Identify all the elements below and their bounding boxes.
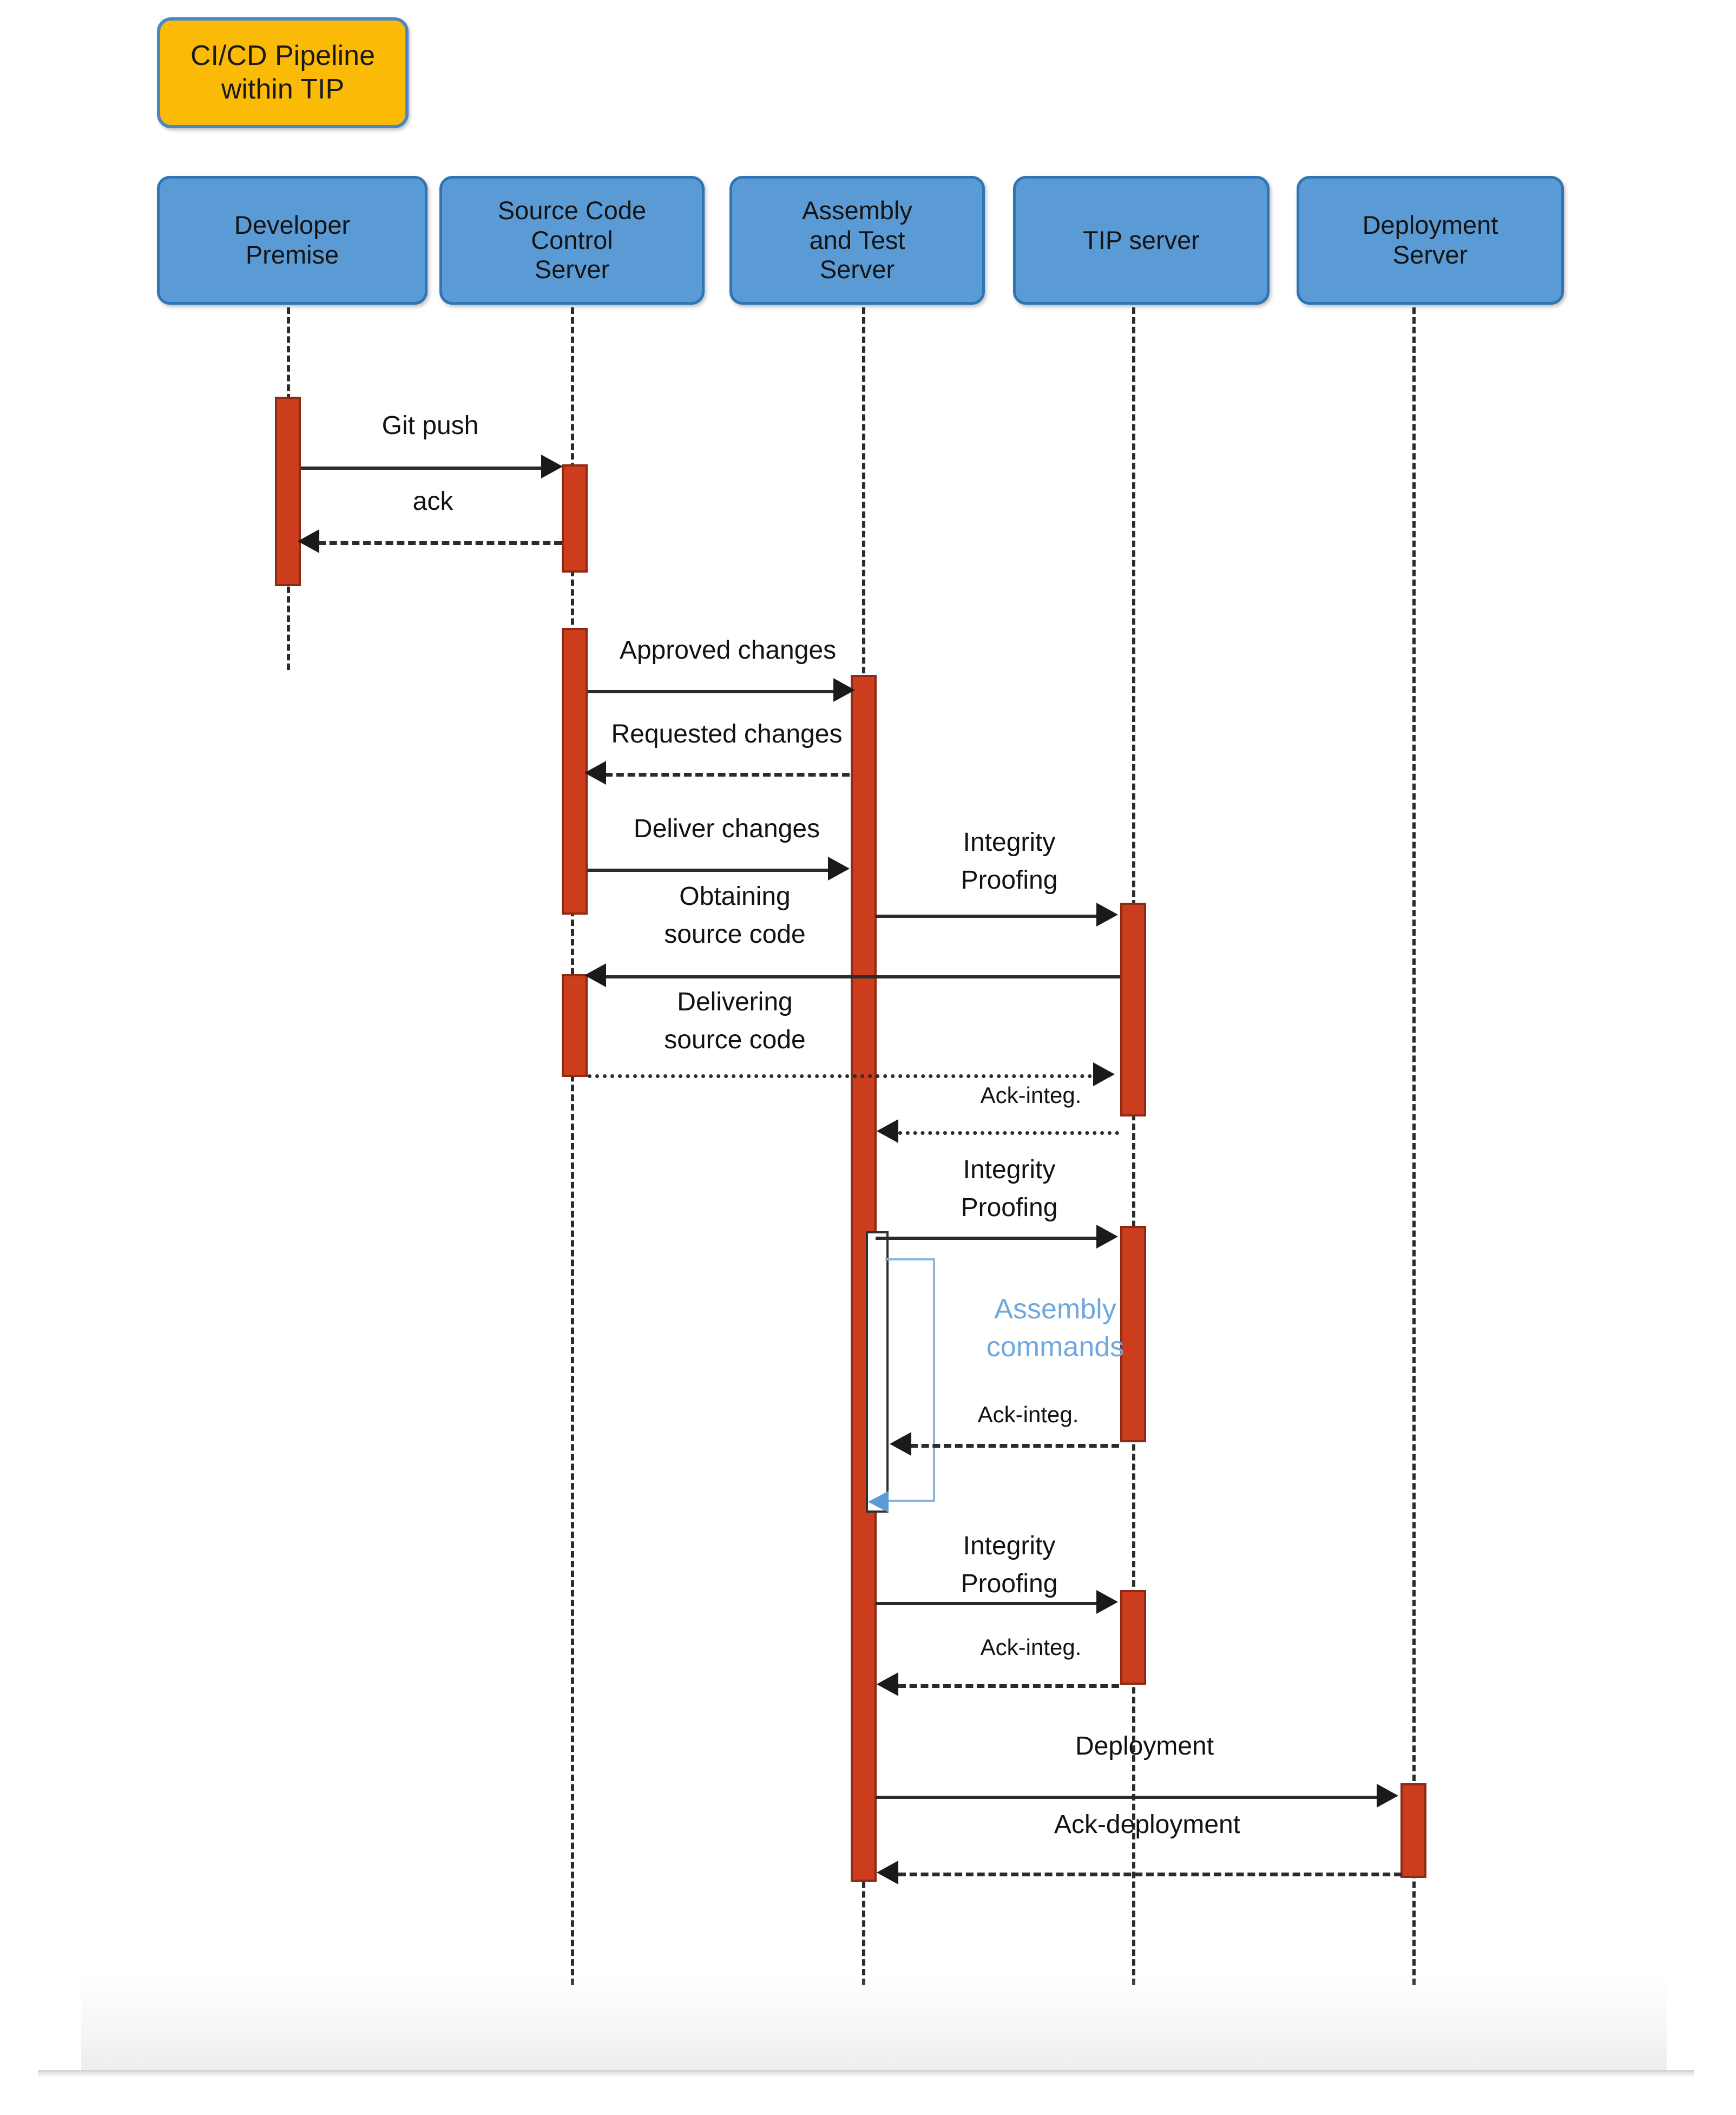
- lifeline-label-line: Deployment: [1362, 211, 1498, 240]
- message-label-delivering-source-code: source code: [664, 1026, 806, 1054]
- message-label-deliver-changes: Deliver changes: [633, 815, 820, 843]
- message-label-requested-changes: Requested changes: [611, 720, 843, 748]
- message-line-ack: [318, 541, 562, 545]
- arrowhead-right-icon: [541, 455, 563, 478]
- message-line-deliver-changes: [588, 869, 842, 872]
- message-label-integrity-proofing: Proofing: [961, 1569, 1058, 1598]
- arrowhead-right-icon: [1093, 1062, 1115, 1086]
- page-bottom-shading: [81, 1975, 1667, 2073]
- activation-bar-nested-assembly-commands: [866, 1231, 889, 1513]
- activation-bar-source-code-control-server: [562, 464, 588, 573]
- message-label-git-push: Git push: [382, 411, 479, 440]
- lifeline-axis-deployment-server: [1412, 307, 1416, 1985]
- message-label-assembly-commands: Assembly: [994, 1293, 1116, 1325]
- message-label-ack-integ: Ack-integ.: [980, 1634, 1082, 1660]
- arrowhead-left-icon: [890, 1432, 911, 1456]
- lifeline-label-line: Premise: [245, 240, 339, 269]
- message-line-delivering-source-code: [588, 1074, 1107, 1078]
- message-label-ack: ack: [412, 487, 453, 516]
- message-line-git-push: [301, 467, 555, 470]
- activation-bar-tip-server: [1120, 1590, 1146, 1685]
- lifeline-label-line: Control: [531, 225, 613, 254]
- activation-bar-tip-server: [1120, 903, 1146, 1116]
- message-label-ack-integ: Ack-integ.: [977, 1402, 1079, 1427]
- message-label-obtaining-source-code: source code: [664, 920, 806, 949]
- message-line-ack-integ: [898, 1131, 1119, 1135]
- arrowhead-right-icon: [1096, 1225, 1118, 1249]
- arrowhead-right-icon: [1096, 1590, 1118, 1614]
- arrowhead-left-icon: [877, 1861, 898, 1884]
- message-label-assembly-commands: commands: [986, 1331, 1125, 1363]
- lifeline-label-line: Server: [534, 255, 610, 284]
- message-label-obtaining-source-code: Obtaining: [679, 882, 791, 911]
- diagram-title-line-2: within TIP: [221, 73, 345, 105]
- arrowhead-left-icon: [298, 529, 319, 553]
- arrowhead-left-icon: [584, 963, 606, 987]
- message-label-integrity-proofing: Proofing: [961, 1193, 1058, 1222]
- message-label-ack-integ: Ack-integ.: [980, 1082, 1082, 1108]
- message-label-integrity-proofing: Integrity: [963, 828, 1056, 857]
- message-line-ack-integ: [910, 1444, 1119, 1448]
- diagram-title-line-1: CI/CD Pipeline: [190, 40, 376, 72]
- diagram-title-box: CI/CD Pipeline within TIP: [157, 17, 409, 128]
- activation-bar-developer-premise: [275, 397, 301, 586]
- lifeline-label-line: Assembly: [802, 195, 912, 225]
- lifeline-label-line: and Test: [809, 225, 905, 254]
- activation-bar-source-code-control-server: [562, 974, 588, 1077]
- message-line-integrity-proofing: [876, 915, 1103, 918]
- lifeline-label-line: Source Code: [497, 195, 647, 225]
- message-line-approved-changes: [588, 690, 847, 693]
- arrowhead-left-icon: [584, 761, 606, 785]
- lifeline-label-line: Server: [1392, 240, 1468, 269]
- message-line-requested-changes: [605, 773, 850, 777]
- message-line-obtaining-source-code: [605, 975, 1120, 978]
- activation-bar-source-code-control-server: [562, 628, 588, 915]
- lifeline-label-line: Server: [819, 255, 895, 284]
- arrowhead-right-icon: [1377, 1784, 1398, 1808]
- lifeline-axis-source-code-control-server: [571, 307, 574, 1985]
- arrowhead-left-icon: [877, 1119, 898, 1143]
- lifeline-header-developer-premise[interactable]: Developer Premise: [157, 176, 428, 305]
- message-line-integrity-proofing: [876, 1237, 1103, 1240]
- arrowhead-left-blue-icon: [868, 1491, 889, 1513]
- message-label-integrity-proofing: Proofing: [961, 866, 1058, 895]
- message-label-approved-changes: Approved changes: [619, 636, 837, 665]
- lifeline-header-tip-server[interactable]: TIP server: [1013, 176, 1270, 305]
- lifeline-header-deployment-server[interactable]: Deployment Server: [1297, 176, 1564, 305]
- arrowhead-right-icon: [828, 857, 850, 881]
- message-line-ack-deployment: [898, 1873, 1402, 1876]
- activation-bar-tip-server: [1120, 1226, 1146, 1442]
- arrowhead-right-icon: [833, 678, 855, 702]
- message-line-integrity-proofing: [876, 1602, 1103, 1605]
- message-label-integrity-proofing: Integrity: [963, 1532, 1056, 1560]
- arrowhead-right-icon: [1096, 903, 1118, 927]
- lifeline-header-source-code-control-server[interactable]: Source Code Control Server: [439, 176, 705, 305]
- message-label-ack-deployment: Ack-deployment: [1054, 1810, 1241, 1839]
- message-label-deployment: Deployment: [1075, 1732, 1214, 1761]
- self-loop-assembly-commands: [885, 1258, 935, 1502]
- lifeline-axis-tip-server: [1132, 307, 1135, 1985]
- arrowhead-left-icon: [877, 1672, 898, 1696]
- message-line-ack-integ: [898, 1684, 1119, 1688]
- lifeline-label-line: TIP server: [1083, 225, 1200, 254]
- message-label-delivering-source-code: Delivering: [677, 988, 793, 1016]
- message-label-integrity-proofing: Integrity: [963, 1155, 1056, 1184]
- lifeline-label-line: Developer: [234, 211, 351, 240]
- page-bottom-bar: [38, 2070, 1694, 2078]
- activation-bar-deployment-server: [1400, 1783, 1426, 1878]
- lifeline-header-assembly-and-test-server[interactable]: Assembly and Test Server: [729, 176, 985, 305]
- message-line-deployment: [876, 1796, 1379, 1799]
